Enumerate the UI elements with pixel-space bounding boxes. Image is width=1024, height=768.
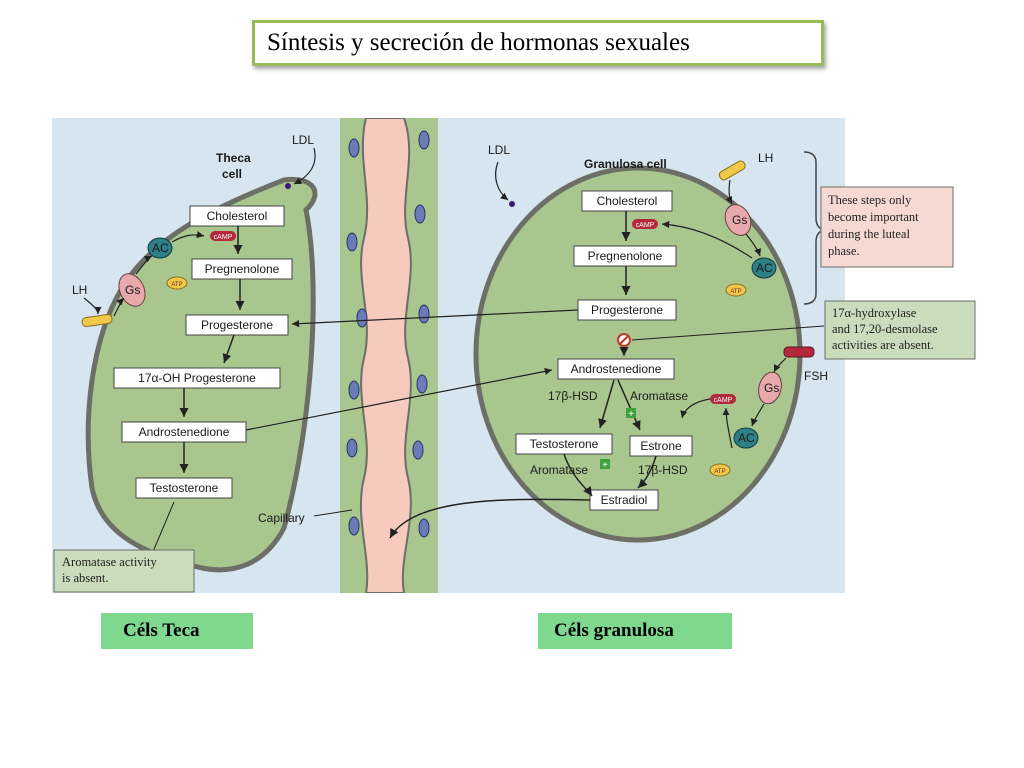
blocked-conversion-icon bbox=[617, 333, 631, 356]
luteal-note-line-3: during the luteal bbox=[828, 227, 910, 241]
granulosa-step-androstenedione: Androstenedione bbox=[557, 358, 675, 380]
svg-text:Aromatase activity: Aromatase activity bbox=[62, 555, 158, 569]
absent-note-line-1: 17α-hydroxylase bbox=[832, 306, 917, 320]
theca-ldl-particle bbox=[285, 183, 291, 189]
theca-step-17oh-progesterone: 17α-OH Progesterone bbox=[113, 367, 281, 389]
theca-aromatase-absent-note: Aromatase activity is absent. bbox=[53, 549, 195, 593]
theca-step-testosterone: Testosterone bbox=[135, 477, 233, 499]
svg-text:Androstenedione: Androstenedione bbox=[139, 425, 230, 439]
svg-text:17α-OH Progesterone: 17α-OH Progesterone bbox=[138, 371, 256, 385]
svg-text:Androstenedione: Androstenedione bbox=[571, 362, 662, 376]
granulosa-atp-icon-1: ATP bbox=[725, 283, 747, 297]
svg-text:Cholesterol: Cholesterol bbox=[597, 194, 658, 208]
theca-ldl-label: LDL bbox=[292, 133, 314, 147]
theca-title-line2: cell bbox=[222, 167, 242, 181]
theca-step-cholesterol: Cholesterol bbox=[189, 205, 285, 227]
theca-step-pregnenolone: Pregnenolone bbox=[191, 258, 293, 280]
granulosa-ldl-label: LDL bbox=[488, 143, 510, 157]
granulosa-title: Granulosa cell bbox=[584, 157, 667, 171]
svg-text:Pregnenolone: Pregnenolone bbox=[588, 249, 663, 263]
caption-theca-text: Céls Teca bbox=[123, 620, 200, 641]
svg-text:Gs: Gs bbox=[125, 283, 140, 297]
svg-text:AC: AC bbox=[756, 261, 773, 275]
svg-text:Progesterone: Progesterone bbox=[201, 318, 273, 332]
theca-atp-icon: ATP bbox=[166, 276, 188, 290]
capillary-label: Capillary bbox=[258, 511, 305, 525]
granulosa-step-testosterone: Testosterone bbox=[515, 433, 613, 455]
svg-text:Gs: Gs bbox=[764, 381, 779, 395]
granulosa-fsh-receptor-icon bbox=[783, 346, 815, 358]
theca-title-line1: Theca bbox=[216, 151, 251, 165]
svg-text:is absent.: is absent. bbox=[62, 571, 109, 585]
granulosa-step-progesterone: Progesterone bbox=[577, 299, 677, 321]
slide-title-box: Síntesis y secreción de hormonas sexuale… bbox=[252, 20, 824, 66]
svg-text:Cholesterol: Cholesterol bbox=[207, 209, 268, 223]
svg-text:ATP: ATP bbox=[171, 282, 182, 288]
svg-text:cAMP: cAMP bbox=[714, 397, 733, 404]
svg-text:+: + bbox=[628, 409, 634, 420]
svg-text:AC: AC bbox=[738, 431, 755, 445]
theca-step-androstenedione: Androstenedione bbox=[121, 421, 247, 443]
theca-ac-enzyme-icon: AC bbox=[147, 237, 173, 259]
absent-note-line-3: activities are absent. bbox=[832, 338, 934, 352]
granulosa-lh-label: LH bbox=[758, 151, 773, 165]
luteal-note-line-2: become important bbox=[828, 210, 919, 224]
svg-text:ATP: ATP bbox=[730, 289, 741, 295]
granulosa-aromatase-label-1: Aromatase bbox=[630, 389, 688, 403]
theca-lh-receptor-icon bbox=[81, 313, 113, 328]
svg-text:Estradiol: Estradiol bbox=[601, 493, 648, 507]
granulosa-camp-icon-2: cAMP bbox=[710, 394, 736, 404]
svg-text:cAMP: cAMP bbox=[636, 222, 655, 229]
granulosa-ac-enzyme-icon-1: AC bbox=[751, 257, 777, 279]
svg-text:Pregnenolone: Pregnenolone bbox=[205, 262, 280, 276]
luteal-note-line-4: phase. bbox=[828, 244, 860, 258]
svg-text:Estrone: Estrone bbox=[640, 439, 682, 453]
granulosa-step-estradiol: Estradiol bbox=[589, 489, 659, 511]
svg-text:Testosterone: Testosterone bbox=[530, 437, 599, 451]
theca-step-progesterone: Progesterone bbox=[185, 314, 289, 336]
granulosa-atp-icon-2: ATP bbox=[709, 463, 731, 477]
granulosa-camp-icon-1: cAMP bbox=[632, 219, 658, 229]
granulosa-gs-protein-icon-2: Gs bbox=[758, 371, 782, 405]
svg-text:cAMP: cAMP bbox=[214, 234, 233, 241]
aromatase-stimulation-plus-icon-1: + bbox=[626, 408, 636, 420]
theca-lh-label: LH bbox=[72, 283, 87, 297]
caption-granulosa-text: Céls granulosa bbox=[554, 620, 674, 641]
absent-note-line-2: and 17,20-desmolase bbox=[832, 322, 938, 336]
granulosa-17bhsd-label-2: 17β-HSD bbox=[638, 463, 688, 477]
capillary bbox=[340, 118, 438, 593]
svg-text:AC: AC bbox=[152, 241, 169, 255]
granulosa-step-estrone: Estrone bbox=[629, 435, 693, 457]
granulosa-ldl-particle bbox=[509, 201, 515, 207]
slide-title: Síntesis y secreción de hormonas sexuale… bbox=[267, 29, 690, 56]
svg-text:Progesterone: Progesterone bbox=[591, 303, 663, 317]
aromatase-stimulation-plus-icon-2: + bbox=[600, 459, 610, 471]
luteal-phase-note-box: These steps only become important during… bbox=[820, 186, 954, 268]
caption-theca: Céls Teca bbox=[101, 613, 253, 649]
hormone-synthesis-diagram: Theca cell LDL Cholesterol Pregnenolone … bbox=[52, 118, 845, 593]
svg-text:+: + bbox=[602, 460, 608, 471]
granulosa-fsh-label: FSH bbox=[804, 369, 828, 383]
theca-gs-protein-icon: Gs bbox=[118, 273, 146, 307]
granulosa-step-pregnenolone: Pregnenolone bbox=[573, 245, 677, 267]
theca-camp-icon: cAMP bbox=[210, 231, 236, 241]
granulosa-lh-receptor-icon bbox=[718, 160, 746, 181]
svg-text:ATP: ATP bbox=[714, 469, 725, 475]
caption-granulosa: Céls granulosa bbox=[538, 613, 732, 649]
svg-text:Gs: Gs bbox=[732, 213, 747, 227]
granulosa-17bhsd-label-1: 17β-HSD bbox=[548, 389, 598, 403]
luteal-note-line-1: These steps only bbox=[828, 193, 912, 207]
svg-text:Testosterone: Testosterone bbox=[150, 481, 219, 495]
granulosa-ac-enzyme-icon-2: AC bbox=[733, 427, 759, 449]
enzymes-absent-note-box: 17α-hydroxylase and 17,20-desmolase acti… bbox=[824, 300, 976, 360]
granulosa-step-cholesterol: Cholesterol bbox=[581, 190, 673, 212]
granulosa-gs-protein-icon-1: Gs bbox=[724, 204, 752, 236]
granulosa-aromatase-label-2: Aromatase bbox=[530, 463, 588, 477]
